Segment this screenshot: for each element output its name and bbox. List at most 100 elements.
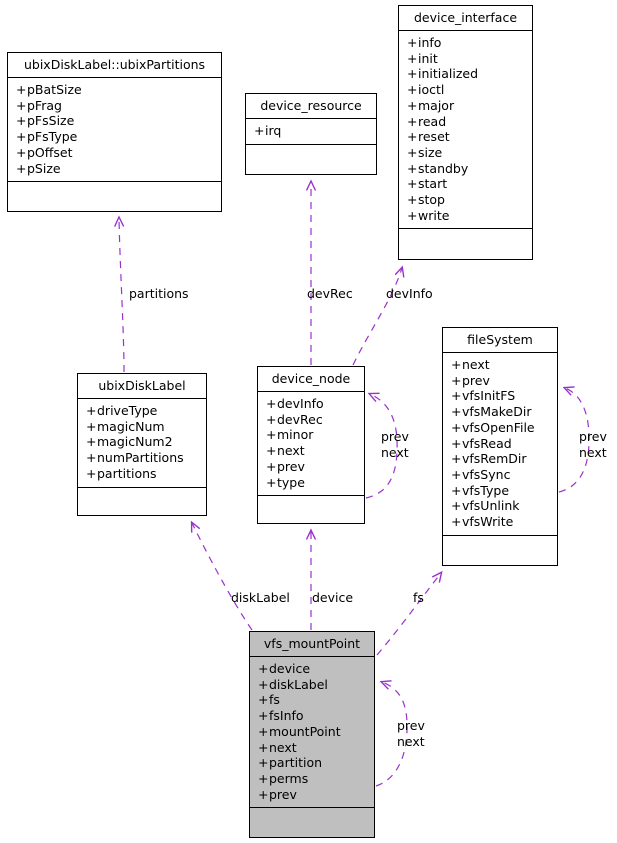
attribute-row: +pBatSize [16,82,217,98]
visibility-public-icon: + [266,474,277,490]
visibility-public-icon: + [407,82,418,98]
attribute-row: +vfsSync [451,467,553,483]
class-box-filesystem[interactable]: fileSystem +next +prev +vfsInitFS +vfsMa… [442,327,558,566]
attribute-row: +size [407,145,528,161]
visibility-public-icon: + [258,676,269,692]
class-box-device-interface[interactable]: device_interface +info +init +initialize… [398,5,533,260]
class-attributes-device-interface: +info +init +initialized +ioctl +major +… [399,31,532,230]
visibility-public-icon: + [451,482,462,498]
attribute-label: vfsRead [462,435,512,451]
attribute-label: vfsUnlink [462,498,520,514]
visibility-public-icon: + [451,514,462,530]
attribute-row: +vfsInitFS [451,388,553,404]
attribute-label: prev [277,458,305,474]
attribute-label: driveType [97,403,158,418]
attribute-row: +start [407,176,528,192]
visibility-public-icon: + [451,451,462,467]
visibility-public-icon: + [258,692,269,708]
attribute-row: +irq [254,123,372,139]
visibility-public-icon: + [86,465,97,481]
attribute-row: +next [266,443,360,459]
attribute-row: +vfsUnlink [451,498,553,514]
attribute-row: +fs [258,692,370,708]
class-attributes-device-resource: +irq [246,119,376,145]
class-box-device-resource[interactable]: device_resource +irq [245,93,377,175]
edge-label-device-node-prev-next: prev next [381,429,409,460]
edge-label-devrec: devRec [307,286,353,301]
attribute-row: +vfsOpenFile [451,420,553,436]
edge-label-line: next [381,444,409,460]
attribute-label: device [269,661,311,676]
class-box-vfs-mountpoint[interactable]: vfs_mountPoint +device +diskLabel +fs +f… [249,631,375,838]
visibility-public-icon: + [16,144,27,160]
visibility-public-icon: + [407,144,418,160]
visibility-public-icon: + [266,411,277,427]
visibility-public-icon: + [258,739,269,755]
visibility-public-icon: + [16,97,27,113]
attribute-label: pSize [27,160,61,176]
visibility-public-icon: + [407,35,418,50]
visibility-public-icon: + [258,755,269,771]
attribute-row: +standby [407,161,528,177]
attribute-label: devInfo [277,396,324,411]
attribute-label: init [418,50,438,66]
visibility-public-icon: + [451,357,462,372]
attribute-label: magicNum2 [97,434,173,450]
visibility-public-icon: + [266,443,277,459]
edge-disklabel [192,523,253,631]
attribute-label: prev [462,372,490,388]
attribute-row: +perms [258,771,370,787]
edge-label-partitions: partitions [129,286,189,301]
class-operations-filesystem [443,536,557,554]
attribute-row: +vfsType [451,483,553,499]
attribute-row: +fsInfo [258,708,370,724]
attribute-label: initialized [418,66,479,82]
attribute-label: minor [277,427,314,443]
edge-label-filesystem-prev-next: prev next [579,429,607,460]
class-title-vfs-mountpoint: vfs_mountPoint [250,632,374,657]
attribute-label: major [418,97,455,113]
class-box-ubix-disk-label[interactable]: ubixDiskLabel +driveType +magicNum +magi… [77,373,207,516]
visibility-public-icon: + [451,498,462,514]
attribute-label: mountPoint [269,723,341,739]
attribute-row: +numPartitions [86,450,202,466]
class-operations-device-node [258,496,364,514]
visibility-public-icon: + [407,50,418,66]
visibility-public-icon: + [407,207,418,223]
attribute-row: +vfsWrite [451,514,553,530]
class-attributes-filesystem: +next +prev +vfsInitFS +vfsMakeDir +vfsO… [443,353,557,536]
class-operations-device-resource [246,145,376,163]
attribute-row: +pFsType [16,129,217,145]
attribute-label: vfsOpenFile [462,419,535,435]
class-title-device-interface: device_interface [399,6,532,31]
attribute-row: +next [451,357,553,373]
visibility-public-icon: + [258,786,269,802]
class-title-filesystem: fileSystem [443,328,557,353]
visibility-public-icon: + [451,466,462,482]
visibility-public-icon: + [451,372,462,388]
visibility-public-icon: + [407,176,418,192]
attribute-label: prev [269,786,297,802]
attribute-row: +initialized [407,66,528,82]
attribute-row: +read [407,114,528,130]
edge-label-line: prev [397,718,425,733]
attribute-row: +pFrag [16,98,217,114]
attribute-label: write [418,207,450,223]
attribute-label: devRec [277,411,323,427]
attribute-label: diskLabel [269,676,328,692]
attribute-label: fsInfo [269,708,304,724]
attribute-row: +mountPoint [258,724,370,740]
attribute-label: pOffset [27,144,73,160]
attribute-row: +devRec [266,412,360,428]
class-title-ubix-partitions: ubixDiskLabel::ubixPartitions [8,53,221,78]
attribute-row: +partitions [86,466,202,482]
attribute-row: +pFsSize [16,113,217,129]
visibility-public-icon: + [266,427,277,443]
class-attributes-ubix-partitions: +pBatSize +pFrag +pFsSize +pFsType +pOff… [8,78,221,183]
attribute-row: +major [407,98,528,114]
attribute-row: +partition [258,755,370,771]
class-box-device-node[interactable]: device_node +devInfo +devRec +minor +nex… [257,366,365,524]
visibility-public-icon: + [258,770,269,786]
class-box-ubix-partitions[interactable]: ubixDiskLabel::ubixPartitions +pBatSize … [7,52,222,212]
visibility-public-icon: + [407,97,418,113]
